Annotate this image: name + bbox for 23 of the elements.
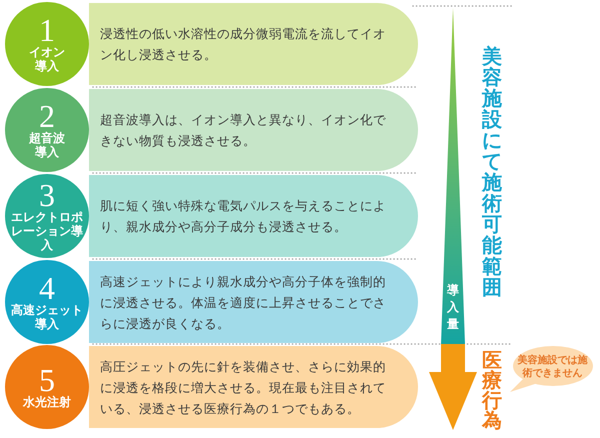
vertical-caption: 美容施設にて施術可能範囲 (481, 46, 503, 298)
step-number: 1 (39, 15, 55, 45)
description-text: 肌に短く強い特殊な電気パルスを与えることにより、親水成分や高分子成分も浸透させる。 (100, 197, 387, 236)
step-number: 3 (39, 180, 55, 210)
description-band (89, 3, 418, 85)
arrow-label: 導入量 (446, 282, 460, 333)
step-number: 5 (39, 365, 55, 395)
bubble-text: 美容施設では施術できません (517, 354, 588, 380)
description-text: 浸透性の低い水溶性の成分微弱電流を流してイオン化し浸透させる。 (100, 25, 387, 64)
description-band (89, 89, 418, 171)
description-band (89, 346, 418, 428)
method-name: イオン導入 (28, 45, 66, 73)
method-name: 超音波導入 (28, 131, 66, 159)
method-name: エレクトロポレーション導入 (10, 210, 84, 252)
description-band (89, 261, 418, 343)
step-number: 4 (39, 273, 55, 303)
description-text: 高圧ジェットの先に針を装備させ、さらに効果的に浸透を格段に増大させる。現在最も注目されている、浸透させる医療行為の１つでもある。 (100, 358, 387, 418)
description-text: 超音波導入は、イオン導入と異なり、イオン化できない物質も浸透させる。 (100, 111, 387, 150)
description-band (89, 175, 418, 257)
method-name: 高速ジェット導入 (10, 303, 84, 331)
step-number: 2 (39, 101, 55, 131)
description-text: 高速ジェットにより親水成分や高分子体を強制的に浸透させる。体温を適度に上昇させることでさらに浸透が良くなる。 (100, 272, 387, 332)
method-name: 水光注射 (22, 395, 72, 409)
